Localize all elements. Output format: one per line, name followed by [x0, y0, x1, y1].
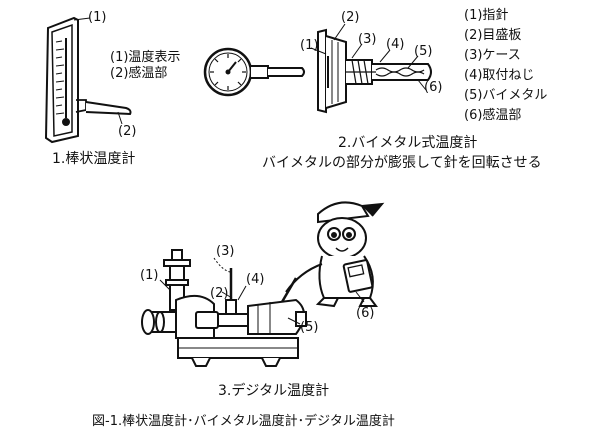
rod-caption: 1.棒状温度計 [52, 151, 136, 167]
bimetal-callout-6: (6) [424, 80, 443, 95]
digital-callout-3: (3) [216, 244, 235, 259]
bimetal-thermometer-cutaway-illustration [310, 23, 432, 114]
bimetal-legend-item-1: (1)指針 [464, 8, 509, 23]
bimetal-callout-4: (4) [386, 37, 405, 52]
rod-legend-item-1: (1)温度表示 [110, 50, 181, 65]
rod-legend-item-2: (2)感温部 [110, 66, 168, 81]
bimetal-description: バイメタルの部分が膨張して針を回転させる [262, 155, 542, 171]
digital-callout-1: (1) [140, 268, 159, 283]
technician-with-digital-thermometer-illustration [280, 201, 385, 308]
rod-callout-1: (1) [88, 10, 107, 25]
bimetal-callout-3: (3) [358, 32, 377, 47]
bimetal-callout-1: (1) [300, 38, 319, 53]
bimetal-legend-item-4: (4)取付ねじ [464, 68, 535, 83]
bimetal-legend-item-3: (3)ケース [464, 48, 521, 63]
bimetal-caption: 2.バイメタル式温度計 [338, 135, 478, 151]
bimetal-callout-5: (5) [414, 44, 433, 59]
digital-callout-2: (2) [210, 286, 229, 301]
bimetal-callout-2: (2) [341, 10, 360, 25]
bimetal-legend-item-5: (5)バイメタル [464, 88, 548, 103]
digital-callout-4: (4) [246, 272, 265, 287]
digital-callout-6: (6) [356, 306, 375, 321]
digital-callout-5: (5) [300, 320, 319, 335]
bimetal-legend-item-2: (2)目盛板 [464, 28, 522, 43]
bimetal-legend-item-6: (6)感温部 [464, 108, 522, 123]
rod-callout-2: (2) [118, 124, 137, 139]
bimetal-thermometer-front-illustration [203, 47, 305, 97]
digital-caption: 3.デジタル温度計 [218, 383, 330, 399]
figure-caption: 図-1.棒状温度計･バイメタル温度計･デジタル温度計 [92, 414, 395, 429]
rod-thermometer-illustration [44, 16, 132, 144]
pump-unit-illustration [141, 249, 307, 367]
